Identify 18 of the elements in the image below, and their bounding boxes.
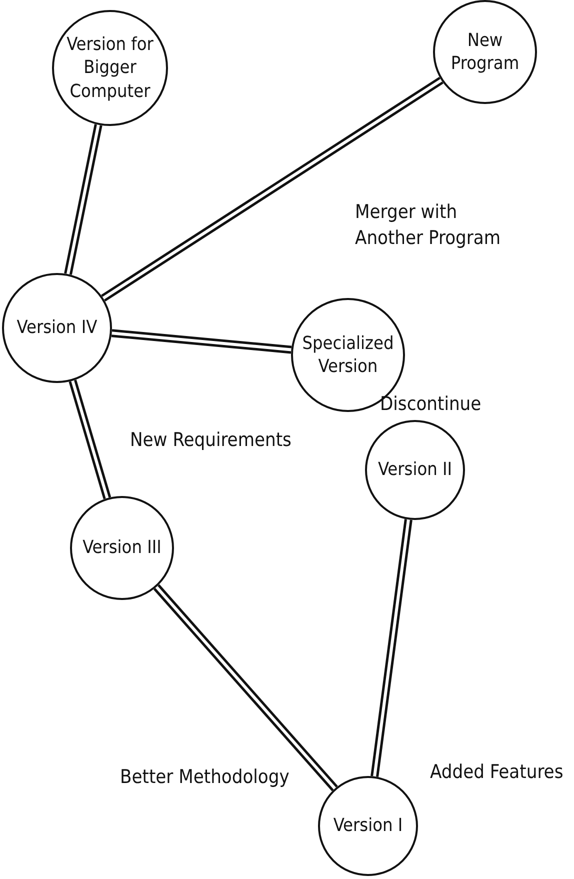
double-line-connector bbox=[68, 380, 112, 500]
double-line-connector bbox=[370, 519, 412, 777]
edge-label: Better Methodology bbox=[120, 765, 290, 790]
edge-label: Added Features bbox=[430, 760, 564, 785]
node-label: Version IV bbox=[16, 316, 98, 340]
double-line-connector bbox=[101, 76, 444, 302]
node-label: Version I bbox=[333, 814, 403, 838]
node-label: Version for Bigger Computer bbox=[66, 32, 154, 104]
edge-label: New Requirements bbox=[130, 428, 292, 453]
double-line-connector bbox=[153, 584, 338, 792]
node-label: New Program bbox=[450, 28, 520, 76]
double-line-connector bbox=[64, 124, 102, 275]
double-line-connector bbox=[111, 329, 292, 354]
node-label: Specialized Version bbox=[301, 332, 395, 378]
edge-label: Merger with Another Program bbox=[355, 200, 502, 251]
node-label: Version III bbox=[82, 536, 162, 560]
node-label: Version II bbox=[378, 458, 452, 482]
node-note: Discontinue bbox=[380, 392, 482, 417]
